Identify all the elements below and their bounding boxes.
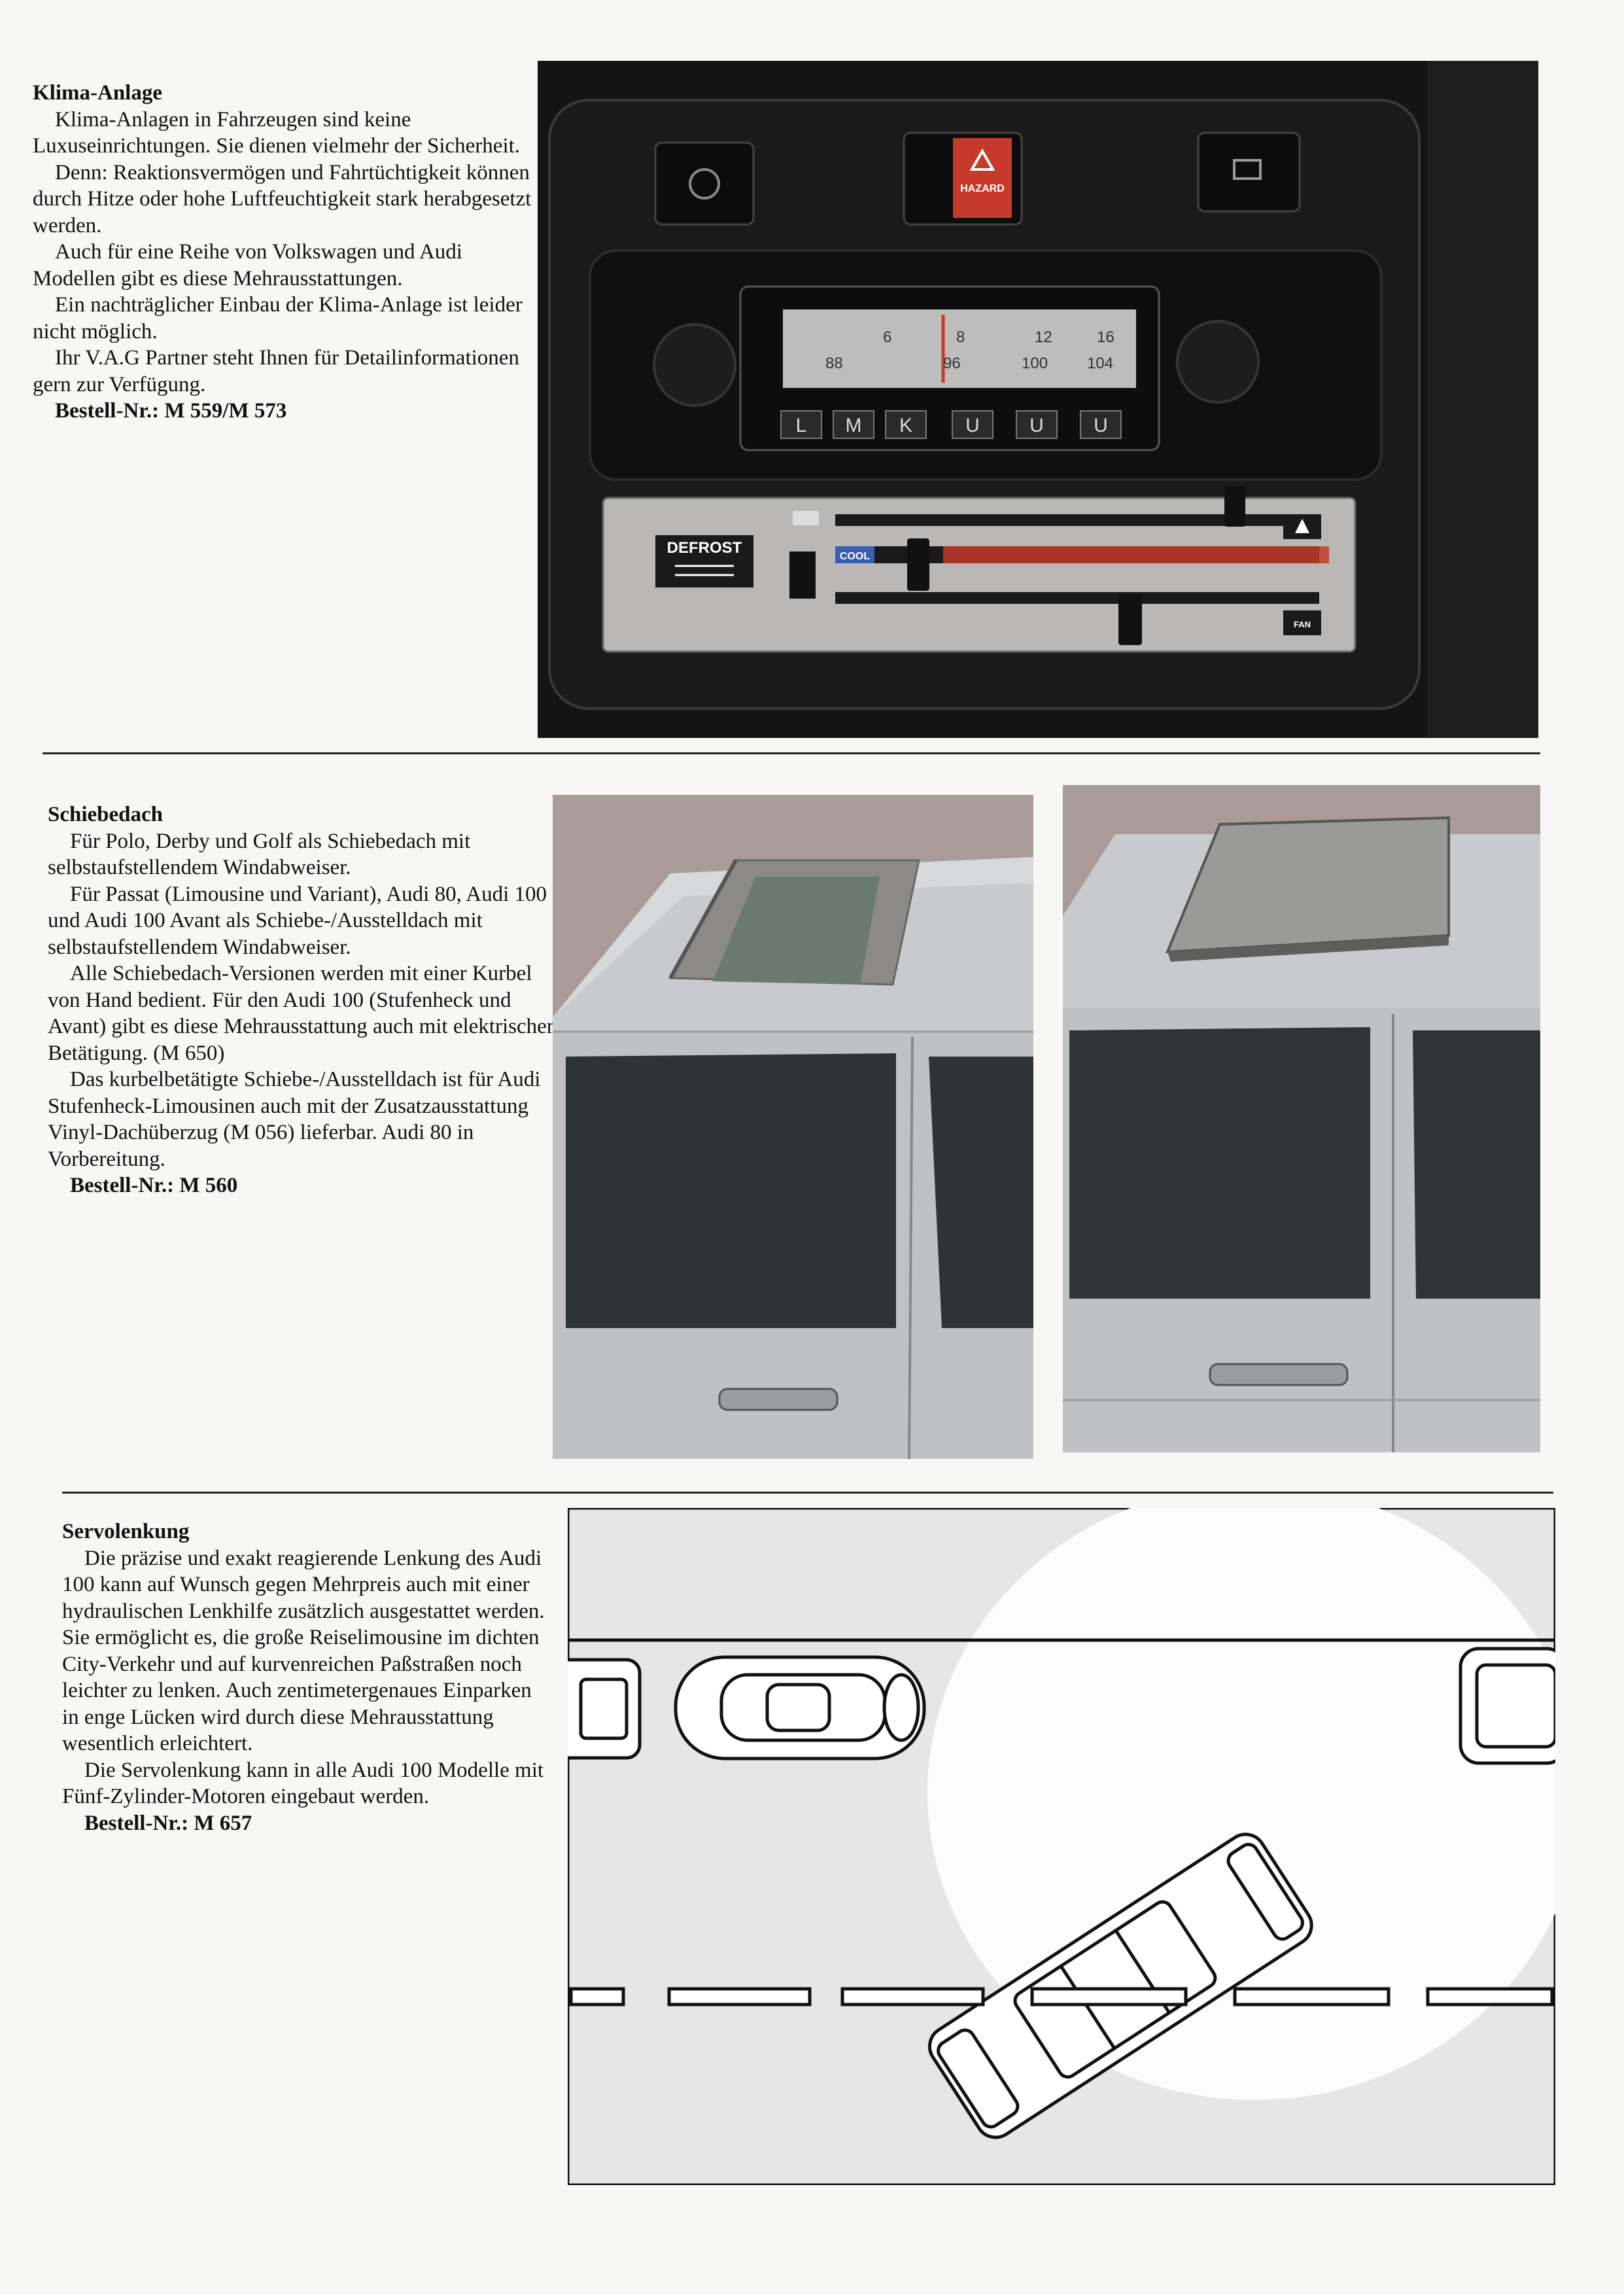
front-window-right <box>1069 1027 1370 1299</box>
dial-number-16: 16 <box>1097 328 1114 346</box>
preset-button-u2: U <box>1029 415 1044 436</box>
radio-right-knob <box>1176 320 1260 404</box>
parked-beetle <box>674 1655 926 1761</box>
radio-dial <box>783 309 1136 388</box>
preset-button-l: L <box>796 415 807 436</box>
fan-slider-knob <box>1118 594 1142 645</box>
dial-number-100: 100 <box>1022 355 1048 372</box>
cool-label: COOL <box>840 551 870 562</box>
sunroof-photo-left <box>553 795 1033 1459</box>
top-slider-knob <box>1224 486 1245 527</box>
schiebedach-paragraph-1: Für Polo, Derby und Golf als Schiebedach… <box>48 829 471 880</box>
schiebedach-text: Schiebedach Für Polo, Derby und Golf als… <box>48 801 558 1199</box>
front-window <box>566 1053 896 1328</box>
rear-defrost-switch <box>1197 131 1301 213</box>
parked-car-left <box>568 1658 642 1760</box>
klima-heading: Klima-Anlage <box>33 81 162 105</box>
tilted-sunroof-panel <box>1165 816 1450 954</box>
defrost-label: DEFROST <box>667 539 742 557</box>
klima-paragraph-5: Ihr V.A.G Partner steht Ihnen für Detail… <box>33 346 519 396</box>
servo-paragraph-2: Die Servolenkung kann in alle Audi 100 M… <box>62 1758 544 1809</box>
schiebedach-order-number: Bestell-Nr.: M 560 <box>70 1174 238 1197</box>
parked-car-right <box>1459 1647 1555 1765</box>
schiebedach-paragraph-3: Alle Schiebedach-Versionen werden mit ei… <box>48 962 554 1065</box>
dial-number-104: 104 <box>1087 355 1113 372</box>
dashboard-photo: HAZARD 6 8 12 16 88 96 100 104 L M K U U… <box>538 61 1538 738</box>
dial-number-96: 96 <box>943 355 961 372</box>
section-divider-2 <box>62 1492 1553 1494</box>
dial-number-88: 88 <box>825 355 843 372</box>
dial-number-6: 6 <box>883 328 891 346</box>
climate-control-panel <box>602 497 1356 653</box>
schiebedach-paragraph-2: Für Passat (Limousine und Variant), Audi… <box>48 882 547 959</box>
fog-light-switch <box>654 141 755 226</box>
radio-preset-buttons: L M K U U U <box>780 410 1122 439</box>
door-handle <box>718 1388 838 1411</box>
servo-paragraph-1: Die präzise und exakt reagierende Lenkun… <box>62 1546 545 1756</box>
schiebedach-heading: Schiebedach <box>48 803 164 826</box>
dial-number-8: 8 <box>956 328 965 346</box>
servo-order-number: Bestell-Nr.: M 657 <box>84 1811 252 1835</box>
preset-button-u3: U <box>1094 415 1108 436</box>
klima-text: Klima-Anlage Klima-Anlagen in Fahrzeugen… <box>33 80 543 425</box>
klima-paragraph-3: Auch für eine Reihe von Volkswagen und A… <box>33 240 462 290</box>
dial-number-12: 12 <box>1035 328 1052 346</box>
servo-heading: Servolenkung <box>62 1520 190 1543</box>
fan-label: FAN <box>1294 620 1311 629</box>
sunroof-photo-right <box>1063 785 1540 1452</box>
klima-paragraph-1: Klima-Anlagen in Fahrzeugen sind keine L… <box>33 107 521 158</box>
preset-button-m: M <box>846 415 862 436</box>
door-handle-right <box>1209 1363 1349 1386</box>
radio-left-knob <box>653 323 736 407</box>
section-divider-1 <box>43 752 1540 754</box>
lane-markings <box>569 1987 1554 2006</box>
klima-paragraph-2: Denn: Reaktionsvermögen und Fahrtüchtigk… <box>33 160 532 237</box>
servo-text: Servolenkung Die präzise und exakt reagi… <box>62 1518 546 1836</box>
temperature-slider-knob <box>907 538 929 591</box>
klima-paragraph-4: Ein nachträglicher Einbau der Klima-Anla… <box>33 293 523 343</box>
preset-button-k: K <box>899 415 912 436</box>
preset-button-u1: U <box>965 415 980 436</box>
schiebedach-paragraph-4: Das kurbelbetätigte Schiebe-/Ausstelldac… <box>48 1068 541 1171</box>
klima-order-number: Bestell-Nr.: M 559/M 573 <box>55 399 287 423</box>
hazard-label: HAZARD <box>960 183 1005 194</box>
parking-illustration <box>568 1508 1555 2185</box>
